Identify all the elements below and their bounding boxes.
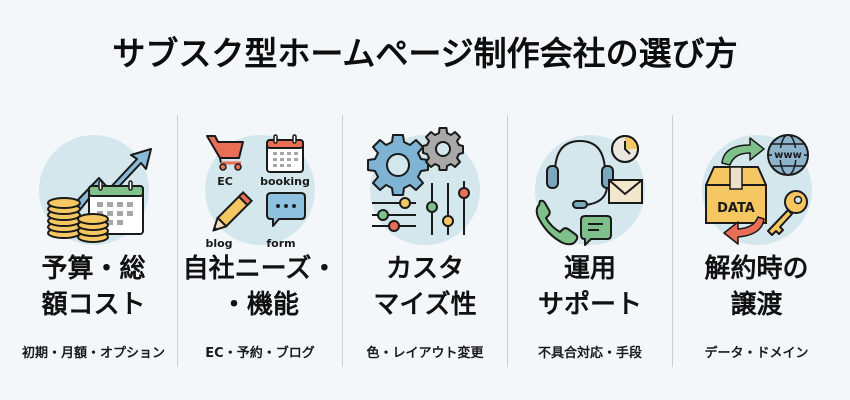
heading-line-2: マイズ性 xyxy=(373,290,477,320)
heading-line-1: 運用 xyxy=(563,254,616,284)
criterion-subtitle: 不具合対応・手段 xyxy=(537,346,642,361)
key-icon xyxy=(766,190,808,236)
page-title: サブスク型ホームページ制作会社の選び方 xyxy=(112,34,738,73)
criterion-features: EC booking xyxy=(177,115,342,367)
svg-text:www: www xyxy=(774,150,802,161)
criterion-heading: 予算・総 額コスト xyxy=(10,251,177,323)
criterion-transfer: www DATA xyxy=(672,115,840,367)
criterion-customize: カスタ マイズ性 色・レイアウト変更 xyxy=(342,115,507,367)
heading-line-1: 解約時の xyxy=(704,254,809,284)
green-arrow-icon xyxy=(720,137,765,166)
criterion-subtitle: EC・予約・ブログ xyxy=(205,346,315,361)
criterion-subtitle: 色・レイアウト変更 xyxy=(366,346,484,361)
heading-line-1: 予算・総 xyxy=(41,254,146,284)
svg-text:EC: EC xyxy=(217,175,233,188)
transfer-icon: www DATA xyxy=(692,123,822,253)
heading-line-2: 譲渡 xyxy=(730,290,783,320)
customize-icon xyxy=(360,123,490,253)
criteria-columns: 予算・総 額コスト 初期・月額・オプション EC xyxy=(10,115,840,367)
criterion-subtitle: データ・ドメイン xyxy=(704,346,809,361)
horizontal-sliders-icon xyxy=(372,197,416,232)
criterion-support: 運用 サポート 不具合対応・手段 xyxy=(507,115,672,367)
chat-icon xyxy=(580,215,612,246)
globe-icon: www xyxy=(766,134,809,176)
heading-line-1: 自社ニーズ・ xyxy=(182,254,338,284)
heading-line-2: 額コスト xyxy=(41,290,146,320)
red-arrow-icon xyxy=(722,216,765,245)
heading-line-2: ・機能 xyxy=(220,290,299,320)
data-box-icon: DATA xyxy=(704,166,767,224)
cart-icon xyxy=(206,135,244,171)
svg-text:DATA: DATA xyxy=(717,201,755,216)
gear-large-icon xyxy=(367,134,429,196)
chat-bubble-icon xyxy=(266,192,306,227)
heading-line-1: カスタ xyxy=(385,254,464,284)
support-icon xyxy=(525,123,655,253)
criterion-heading: 自社ニーズ・ ・機能 xyxy=(178,251,342,323)
phone-icon xyxy=(535,199,579,246)
booking-calendar-icon xyxy=(266,134,304,173)
envelope-icon xyxy=(608,179,643,204)
features-icon: EC booking xyxy=(195,123,325,253)
svg-text:form: form xyxy=(266,237,295,250)
budget-cost-icon xyxy=(29,123,159,253)
svg-text:booking: booking xyxy=(260,175,310,188)
criterion-subtitle: 初期・月額・オプション xyxy=(21,346,165,361)
criterion-heading: 解約時の 譲渡 xyxy=(673,251,840,323)
criterion-budget: 予算・総 額コスト 初期・月額・オプション xyxy=(10,115,177,367)
gear-small-icon xyxy=(422,127,464,171)
vertical-sliders-icon xyxy=(426,181,470,235)
pencil-icon xyxy=(212,190,254,232)
criterion-heading: 運用 サポート xyxy=(508,251,672,323)
svg-text:blog: blog xyxy=(205,237,232,250)
clock-icon xyxy=(611,135,639,163)
criterion-heading: カスタ マイズ性 xyxy=(343,251,507,323)
heading-line-2: サポート xyxy=(537,290,642,320)
